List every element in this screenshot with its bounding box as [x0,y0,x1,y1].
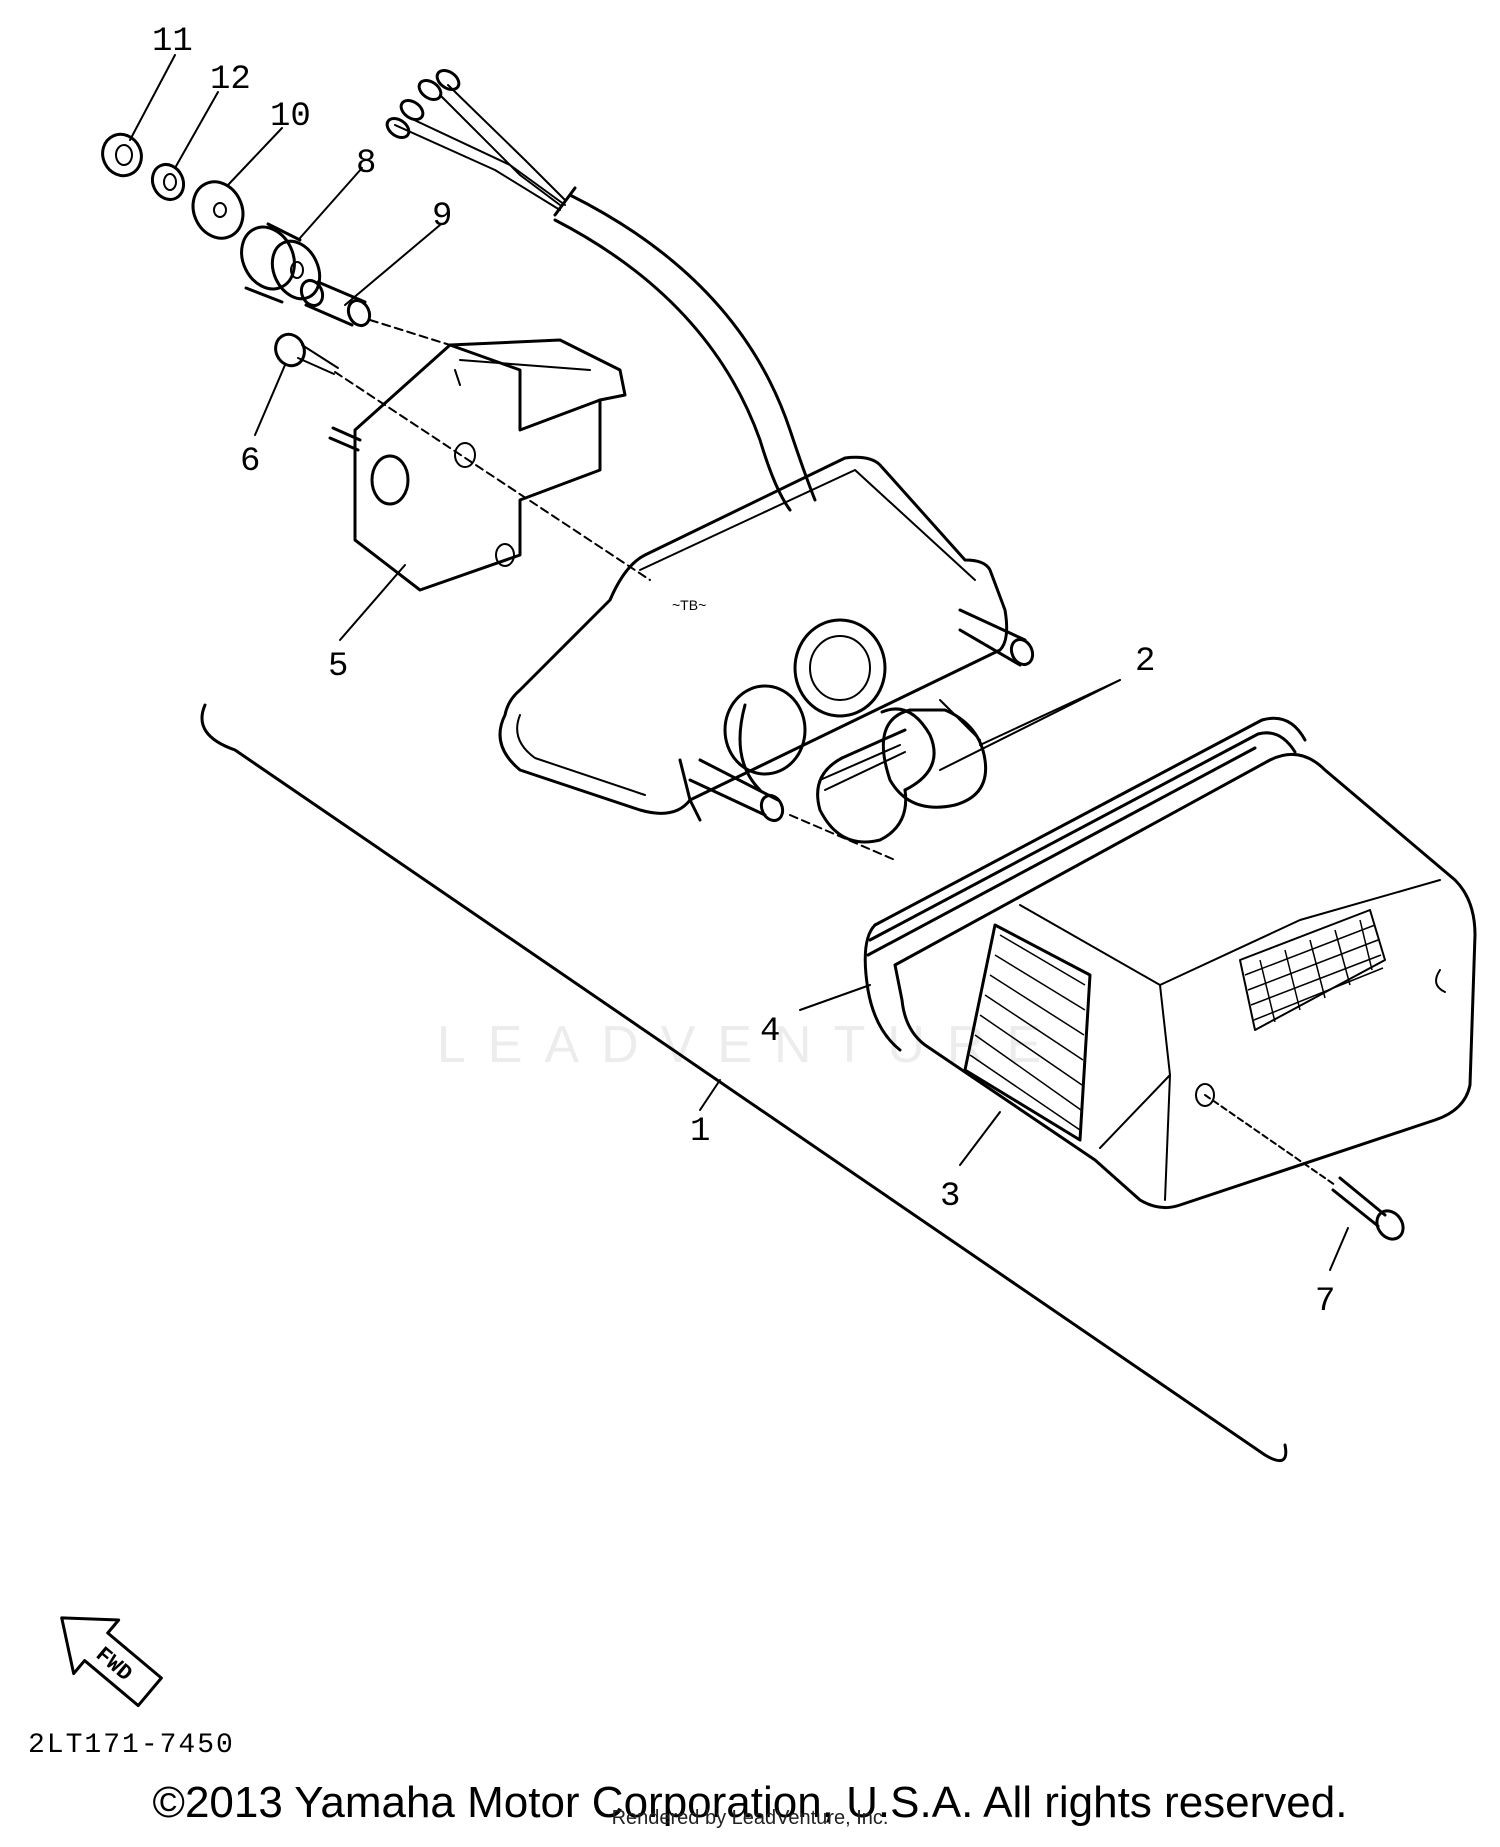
watermark-text: LEADVENTURE [436,1016,1064,1074]
part-10-plain-washer [191,180,245,240]
part-6-screw [274,332,339,375]
part-8-grommet [240,222,322,304]
part-3-lens [893,752,1477,1210]
svg-text:~TB~: ~TB~ [672,597,706,613]
leader-lines [129,54,1349,1271]
callout-2: 2 [1135,643,1155,681]
reflector-hatching [969,934,1086,1131]
callout-3: 3 [940,1178,960,1216]
part-7-lens-screw [1204,1094,1405,1241]
part-12-spring-washer [150,162,186,202]
callout-7: 7 [1315,1283,1335,1321]
license-light-window [1239,909,1386,1031]
fwd-arrow-label: FWD [90,1642,136,1687]
callout-6: 6 [240,443,260,481]
wire-harness [385,68,817,512]
callout-8: 8 [356,145,376,183]
callout-12: 12 [210,61,251,99]
part-2-bulbs [816,699,988,844]
assembly-guide-lines [334,319,896,861]
drawing-code: 2LT171-7450 [28,1730,235,1761]
part-11-nut [101,132,143,178]
callout-10: 10 [270,98,311,136]
callout-1: 1 [690,1113,710,1151]
callout-numbers: 11 12 10 8 9 6 5 2 4 1 3 7 [152,23,1335,1321]
callout-11: 11 [152,23,193,61]
callout-9: 9 [432,198,452,236]
callout-4: 4 [760,1013,780,1051]
assembly-bracket-line [200,703,1288,1463]
copyright-notice: ©2013 Yamaha Motor Corporation, U.S.A. A… [152,1778,1348,1827]
rendered-by-notice: Rendered by LeadVenture, Inc. [611,1807,889,1829]
fwd-arrow: FWD [60,1616,163,1708]
part-1-tail-light-base: ~TB~ [498,455,1035,823]
part-9-collar [299,278,372,328]
part-4-gasket [863,716,1307,1052]
callout-5: 5 [328,648,348,686]
